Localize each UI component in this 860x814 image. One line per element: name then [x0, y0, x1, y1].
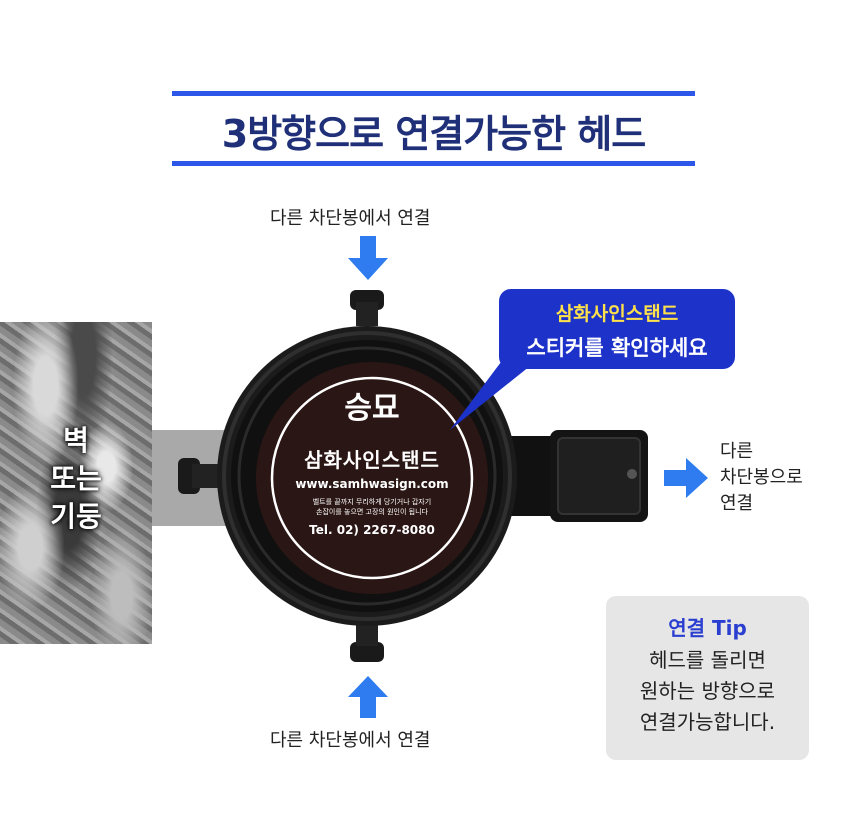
- wall-label-line3: 기둥: [50, 500, 102, 533]
- wall-label: 벽 또는 기둥: [0, 422, 152, 536]
- wall-label-line1: 벽: [63, 424, 89, 457]
- tip-line1: 헤드를 돌리면: [649, 648, 766, 672]
- sticker-warning-line2: 손잡이를 놓으면 고장의 원인이 됩니다: [316, 508, 428, 516]
- right-caption: 다른 차단봉으로 연결: [720, 439, 803, 517]
- sticker-warning-line1: 벨트를 끝까지 무리하게 당기거나 갑자기: [312, 498, 432, 506]
- tip-line3: 연결가능합니다.: [639, 710, 776, 734]
- down-arrow-icon: [348, 236, 388, 280]
- up-arrow-icon: [348, 676, 388, 718]
- tip-box: 연결 Tip 헤드를 돌리면 원하는 방향으로 연결가능합니다.: [606, 596, 809, 760]
- sticker-logo: 승묘: [344, 391, 400, 426]
- top-caption: 다른 차단봉에서 연결: [270, 208, 431, 229]
- tip-title: 연결 Tip: [668, 616, 747, 640]
- title-block: 3방향으로 연결가능한 헤드: [172, 91, 695, 169]
- title-bottom-rule: [172, 161, 695, 166]
- right-arrow-icon: [664, 458, 708, 498]
- sticker: 승묘 삼화사인스탠드 www.samhwasign.com 벨트를 끝까지 무리…: [272, 391, 472, 538]
- tip-line2: 원하는 방향으로: [639, 679, 776, 703]
- page-title: 3방향으로 연결가능한 헤드: [221, 112, 646, 156]
- callout-line1: 삼화사인스탠드: [555, 303, 679, 325]
- title-top-rule: [172, 91, 695, 96]
- stanchion-head-image: [178, 290, 648, 662]
- right-caption-line1: 다른: [720, 441, 754, 462]
- sticker-url: www.samhwasign.com: [295, 477, 449, 491]
- sticker-tel: Tel. 02) 2267-8080: [309, 523, 435, 537]
- bottom-caption: 다른 차단봉에서 연결: [270, 730, 431, 751]
- callout-pointer: [450, 350, 550, 430]
- marble-wall-image: 벽 또는 기둥: [0, 322, 152, 644]
- right-caption-line3: 연결: [720, 493, 754, 514]
- wall-label-line2: 또는: [50, 462, 102, 495]
- callout-line2: 스티커를 확인하세요: [526, 336, 708, 360]
- sticker-brand: 삼화사인스탠드: [304, 448, 440, 472]
- right-caption-line2: 차단봉으로: [720, 467, 803, 488]
- sticker-callout: 삼화사인스탠드 스티커를 확인하세요: [499, 289, 735, 369]
